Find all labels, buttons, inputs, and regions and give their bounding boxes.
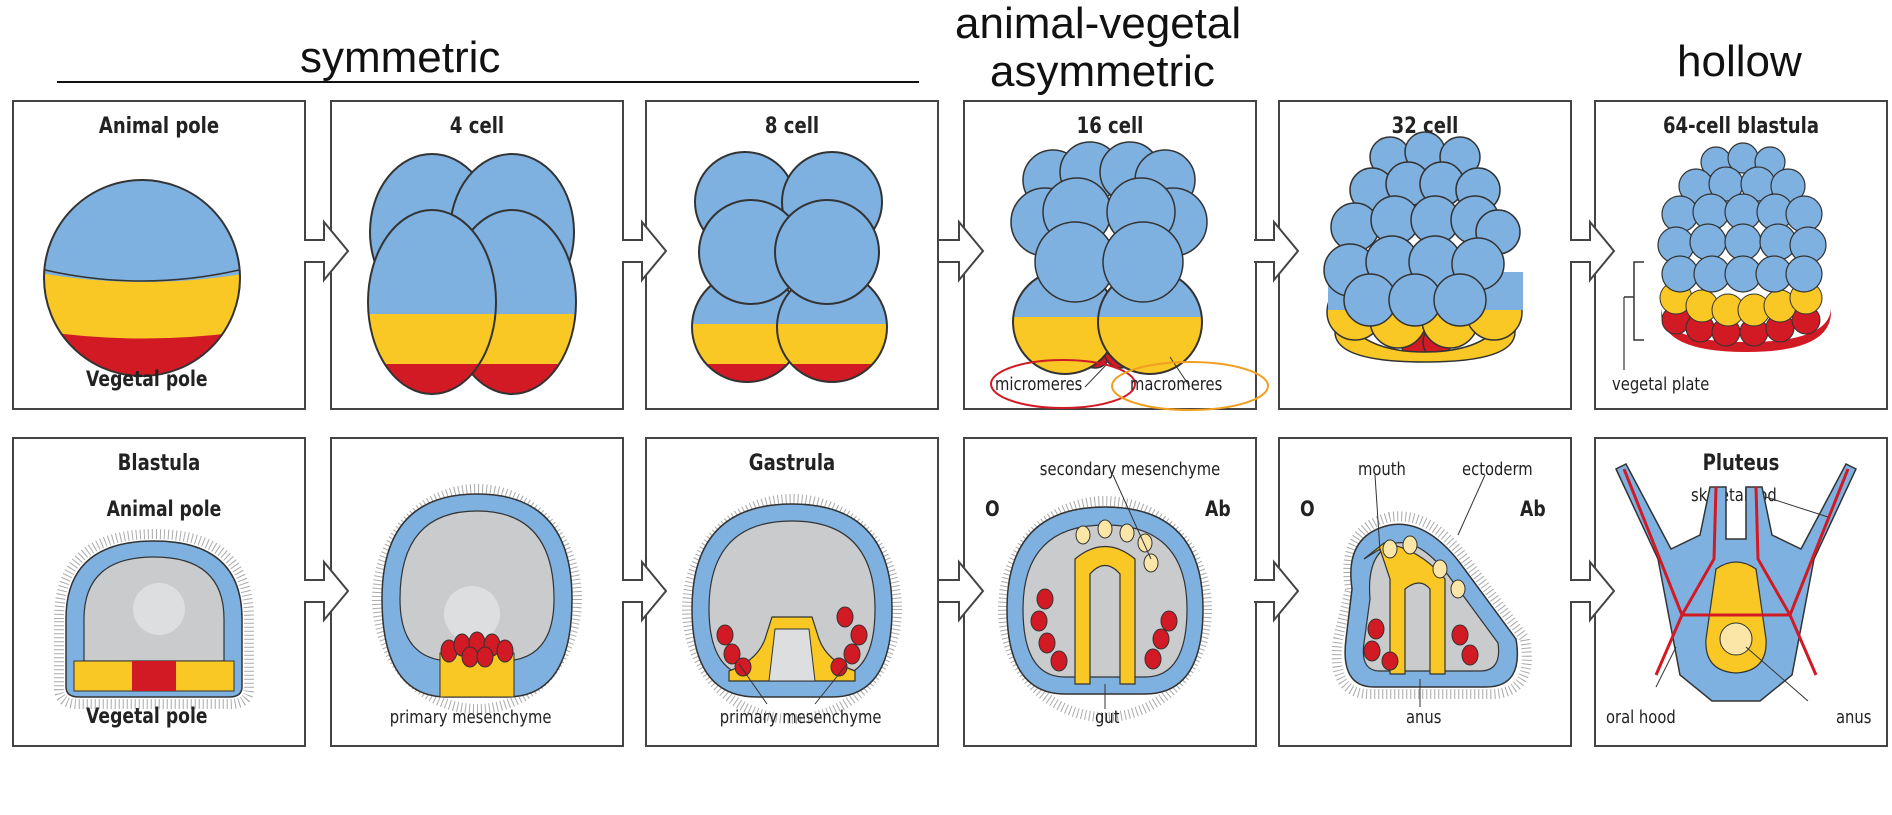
arrow-icon — [1252, 218, 1302, 284]
primary-mesenchyme-label: primary mesenchyme — [720, 707, 882, 728]
vegetal-pole-label: Vegetal pole — [86, 367, 208, 391]
panel-egg: Animal pole Vegetal pole — [12, 100, 306, 410]
prism-illustration — [1280, 439, 1570, 745]
arrow-icon — [1568, 558, 1618, 624]
arrow-icon — [937, 558, 987, 624]
arrow-icon — [1568, 218, 1618, 284]
sixteen-cell-illustration — [965, 102, 1255, 408]
anus-label: anus — [1836, 707, 1871, 728]
animal-vegetal-label-line2: asymmetric — [990, 50, 1215, 94]
panel-16-cell: 16 cell micromeres macromeres — [963, 100, 1257, 410]
arrow-icon — [302, 558, 352, 624]
vegetal-pole-label: Vegetal pole — [86, 704, 208, 728]
anus-label: anus — [1406, 707, 1441, 728]
primary-mesenchyme-label: primary mesenchyme — [390, 707, 552, 728]
arrow-icon — [620, 558, 670, 624]
panel-4-cell: 4 cell — [330, 100, 624, 410]
ingression-illustration — [332, 439, 622, 745]
panel-32-cell: 32 cell — [1278, 100, 1572, 410]
panel-gastrula: Gastrula primary mesenchyme — [645, 437, 939, 747]
arrow-icon — [620, 218, 670, 284]
oral-hood-label: oral hood — [1606, 707, 1676, 728]
panel-blastula: Blastula Animal pole Vegetal pole — [12, 437, 306, 747]
panel-64-cell-blastula: 64-cell blastula — [1594, 100, 1888, 410]
panel-ingression: primary mesenchyme — [330, 437, 624, 747]
sixty-four-cell-illustration — [1596, 102, 1886, 408]
arrow-icon — [937, 218, 987, 284]
vegetal-plate-label: vegetal plate — [1612, 374, 1709, 395]
egg-illustration — [14, 102, 304, 408]
macromeres-label: macromeres — [1130, 374, 1222, 395]
blastula-illustration — [14, 439, 304, 745]
pluteus-illustration — [1596, 439, 1886, 745]
four-cell-illustration — [332, 102, 622, 408]
eight-cell-illustration — [647, 102, 937, 408]
panel-prism: mouth ectoderm O Ab anus — [1278, 437, 1572, 747]
thirty-two-cell-illustration — [1280, 102, 1570, 408]
symmetric-rule — [57, 81, 919, 83]
arrow-icon — [1252, 558, 1302, 624]
animal-vegetal-label-line1: animal-vegetal — [955, 2, 1241, 46]
hollow-label: hollow — [1677, 40, 1802, 84]
panel-pluteus: Pluteus skeletal rod oral hood anus — [1594, 437, 1888, 747]
micromeres-label: micromeres — [995, 374, 1082, 395]
gut-label: gut — [1095, 707, 1120, 728]
panel-8-cell: 8 cell — [645, 100, 939, 410]
arrow-icon — [302, 218, 352, 284]
symmetric-label: symmetric — [300, 36, 500, 80]
late-gastrula-illustration — [965, 439, 1255, 745]
gastrula-illustration — [647, 439, 937, 745]
panel-late-gastrula: secondary mesenchyme O Ab gut — [963, 437, 1257, 747]
